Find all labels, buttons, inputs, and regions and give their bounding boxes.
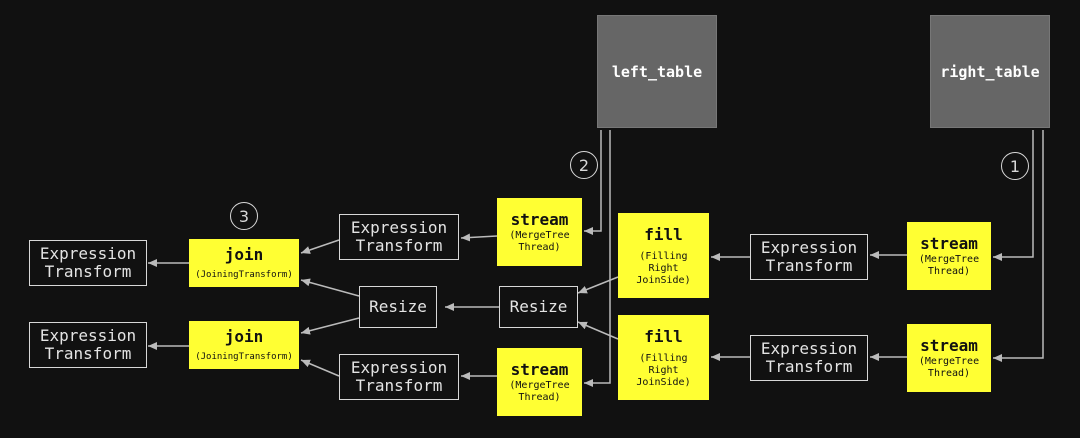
fill-node-bottom: fill (Filling Right JoinSide) (618, 315, 709, 400)
join-node-top: join (JoiningTransform) (189, 239, 299, 287)
right-table-node: right_table (930, 15, 1050, 128)
stream-node-left-top: stream (MergeTree Thread) (497, 198, 582, 266)
edge-fill-bottom-resize (577, 321, 619, 340)
edge-fill-top-resize (577, 276, 619, 294)
edge-resize-join-bottom (300, 317, 360, 335)
edge-expr-join-top (300, 239, 340, 254)
step-marker-2: 2 (570, 151, 598, 179)
join-node-bottom: join (JoiningTransform) (189, 321, 299, 369)
step-marker-3: 3 (230, 202, 258, 230)
edge-stream-expr-mid-top (460, 233, 498, 242)
edge-right-table-stream-top (993, 130, 1034, 261)
fill-node-top: fill (Filling Right JoinSide) (618, 213, 709, 298)
stream-node-left-bottom: stream (MergeTree Thread) (497, 348, 582, 416)
left-table-node: left_table (597, 15, 717, 128)
resize-node-left: Resize (359, 286, 437, 328)
left-table-label: left_table (611, 62, 703, 81)
stream-node-right-bottom: stream (MergeTree Thread) (907, 324, 991, 392)
edge-left-table-stream-top (584, 130, 602, 235)
stream-node-right-top: stream (MergeTree Thread) (907, 222, 991, 290)
edge-right-table-stream-bottom (993, 130, 1044, 362)
resize-node-right: Resize (499, 286, 578, 328)
edge-left-table-stream-bottom (584, 130, 611, 387)
right-table-label: right_table (940, 62, 1040, 81)
edge-resize-join-top (300, 278, 360, 297)
step-marker-1: 1 (1001, 152, 1029, 180)
edge-expr-join-bottom (300, 359, 340, 377)
